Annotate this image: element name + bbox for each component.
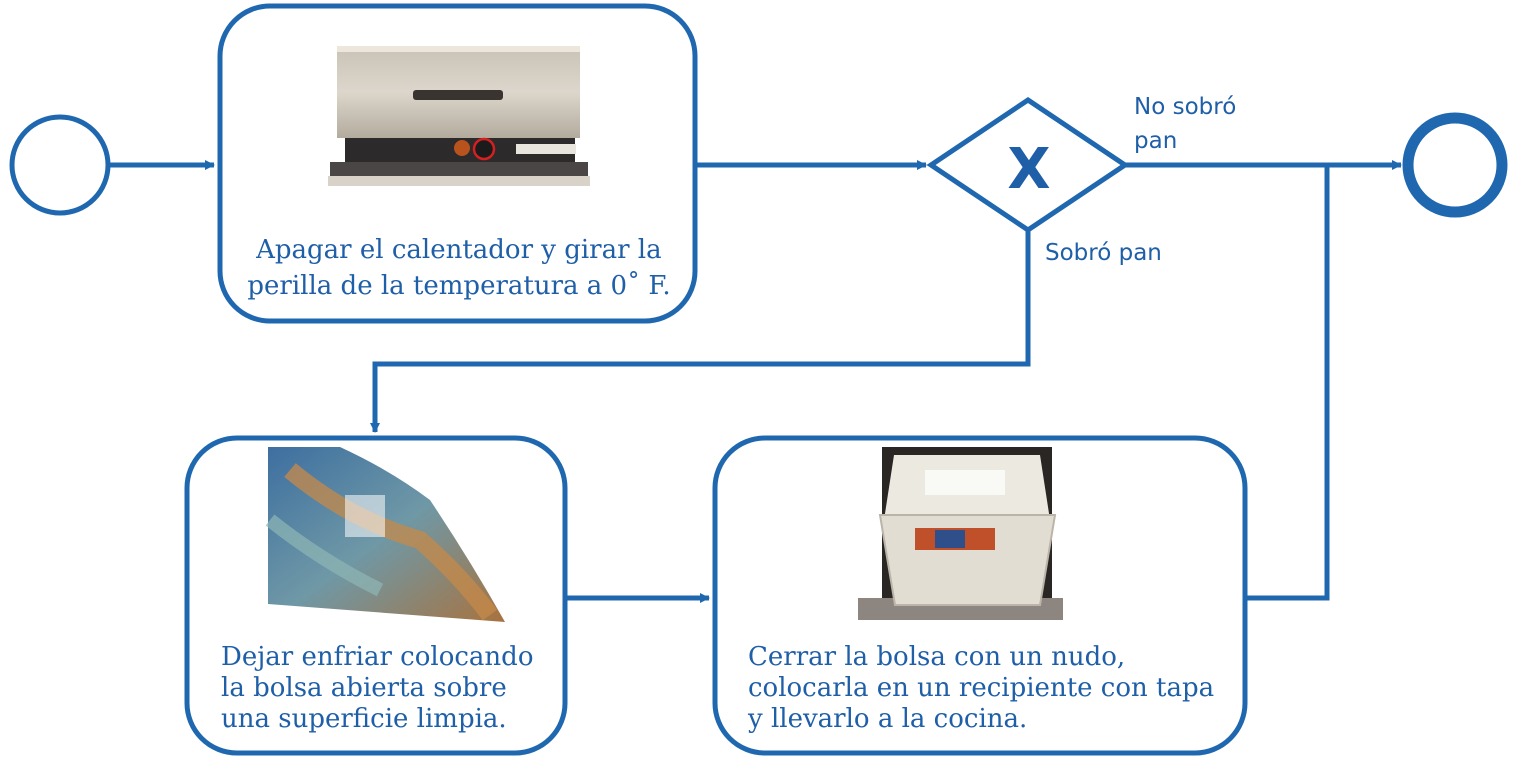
branch-label-bread-left: Sobró pan [1045,240,1162,266]
warmer-oven-photo [328,46,590,186]
task-3-text: Cerrar la bolsa con un nudo, colocarla e… [747,642,1222,734]
task-1[interactable]: Apagar el calentador y girar la perilla … [217,3,698,324]
task-3-line-1: Cerrar la bolsa con un nudo, [748,642,1125,672]
task-1-line-1: Apagar el calentador y girar la [255,235,662,265]
task-3-line-3: y llevarlo a la cocina. [747,704,1027,734]
task-1-line-2: perilla de la temperatura a 0˚ F. [247,271,670,301]
task-2-line-3: una superficie limpia. [221,704,507,734]
task-1-text: Apagar el calentador y girar la perilla … [247,235,670,301]
task-2-line-1: Dejar enfriar colocando [221,642,533,672]
gateway-x-symbol: X [1007,137,1050,202]
task-2-line-2: la bolsa abierta sobre [221,673,507,703]
container-with-lid-photo [858,447,1063,620]
end-event[interactable] [1402,112,1508,218]
task-3-line-2: colocarla en un recipiente con tapa [748,673,1214,703]
exclusive-gateway[interactable]: X [926,96,1130,234]
branch-label-no-bread-line-1: No sobró [1134,94,1236,120]
bread-bag-photo [265,447,505,622]
flow-gateway-to-task-2 [370,230,1031,433]
start-event[interactable] [9,114,111,216]
branch-label-no-bread-line-2: pan [1134,128,1177,154]
task-2[interactable]: Dejar enfriar colocando la bolsa abierta… [184,435,568,756]
branch-label-no-bread: No sobró pan [1134,94,1244,154]
task-3[interactable]: Cerrar la bolsa con un nudo, colocarla e… [712,435,1248,756]
task-2-text: Dejar enfriar colocando la bolsa abierta… [221,642,542,734]
flow-task-3-to-end-merge [1245,165,1330,601]
